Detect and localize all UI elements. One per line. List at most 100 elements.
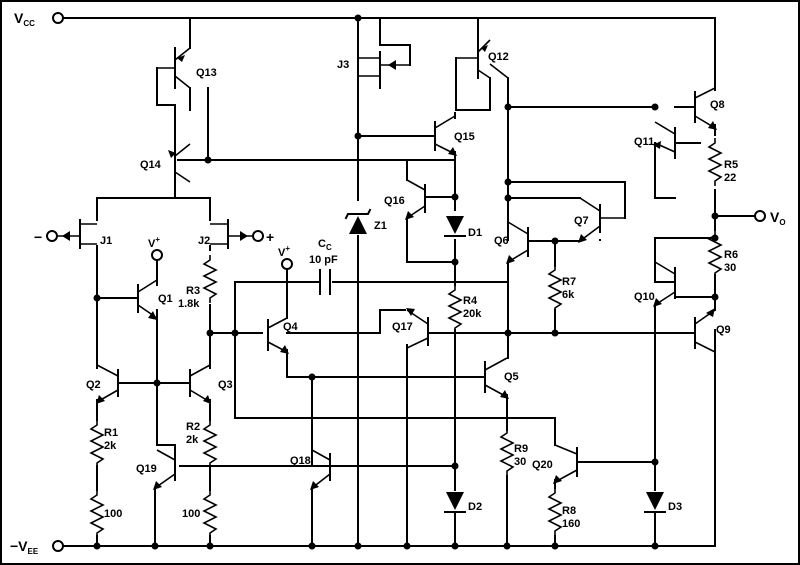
vplus-terminal-2 bbox=[281, 258, 293, 270]
label-q16: Q16 bbox=[384, 195, 405, 207]
transistor-q4 bbox=[267, 317, 289, 354]
label-q13: Q13 bbox=[196, 67, 217, 79]
transistor-q16 bbox=[405, 179, 426, 220]
transistor-q9 bbox=[694, 308, 716, 353]
label-d2: D2 bbox=[468, 501, 482, 513]
resistor-r3 bbox=[203, 254, 217, 304]
transistor-symbols bbox=[58, 39, 717, 490]
value-r7: 6k bbox=[562, 289, 575, 301]
label-r9: R9 bbox=[514, 443, 528, 455]
resistor-r1 bbox=[90, 419, 104, 469]
value-r8: 160 bbox=[562, 518, 580, 530]
transistor-q6 bbox=[506, 221, 529, 264]
label-q14: Q14 bbox=[140, 159, 162, 171]
transistor-q15 bbox=[434, 115, 457, 156]
label-q2: Q2 bbox=[86, 379, 101, 391]
label-q17: Q17 bbox=[392, 321, 413, 333]
noninverting-input-label: + bbox=[266, 229, 274, 245]
label-z1: Z1 bbox=[374, 220, 387, 232]
label-d3: D3 bbox=[668, 501, 682, 513]
transistor-q7 bbox=[578, 197, 625, 243]
noninverting-input-terminal bbox=[252, 230, 264, 242]
vee-terminal bbox=[52, 540, 64, 552]
value-r3: 1.8k bbox=[178, 298, 200, 310]
vcc-terminal bbox=[52, 12, 64, 24]
label-q9: Q9 bbox=[716, 324, 731, 336]
label-q10: Q10 bbox=[634, 291, 655, 303]
jfet-j1 bbox=[58, 219, 97, 249]
label-r1: R1 bbox=[104, 427, 118, 439]
label-j1: J1 bbox=[100, 235, 112, 247]
label-r5: R5 bbox=[724, 159, 738, 171]
diode-d1 bbox=[444, 216, 466, 237]
transistor-q3 bbox=[189, 364, 211, 404]
wires bbox=[57, 17, 756, 547]
value-r2: 2k bbox=[186, 434, 199, 446]
transistor-q10 bbox=[653, 261, 676, 307]
diode-d3 bbox=[644, 492, 666, 513]
label-d1: D1 bbox=[468, 227, 482, 239]
transistor-q13 bbox=[157, 47, 191, 89]
transistor-q12 bbox=[456, 39, 509, 79]
transistor-q5 bbox=[484, 357, 509, 399]
value-r6: 30 bbox=[724, 262, 736, 274]
label-r6: R6 bbox=[724, 249, 738, 261]
label-q15: Q15 bbox=[454, 131, 475, 143]
label-r7: R7 bbox=[562, 276, 576, 288]
label-j2: J2 bbox=[198, 235, 210, 247]
jfet-j2 bbox=[210, 219, 252, 249]
label-q5: Q5 bbox=[504, 371, 519, 383]
vee-label: −VEE bbox=[10, 538, 39, 556]
value-cc: 10 pF bbox=[309, 254, 338, 266]
resistor-r4 bbox=[448, 284, 462, 334]
transistor-q8 bbox=[694, 87, 717, 130]
resistor-r5 bbox=[708, 137, 722, 187]
resistor-q3-emitter bbox=[203, 489, 217, 539]
terminals bbox=[46, 12, 766, 552]
diode-d2 bbox=[444, 492, 466, 513]
label-q4: Q4 bbox=[283, 321, 299, 333]
value-r4: 20k bbox=[463, 308, 482, 320]
label-q18: Q18 bbox=[290, 455, 311, 467]
transistor-q20 bbox=[553, 444, 578, 484]
value-q3-emitter-resistor: 100 bbox=[182, 508, 200, 520]
resistor-r7 bbox=[548, 264, 562, 314]
vplus-terminal-1 bbox=[151, 249, 163, 261]
diode-symbols bbox=[234, 208, 666, 513]
value-r9: 30 bbox=[514, 456, 526, 468]
label-q20: Q20 bbox=[532, 459, 553, 471]
transistor-q11 bbox=[653, 121, 676, 159]
resistor-q2-emitter bbox=[90, 489, 104, 539]
value-r5: 22 bbox=[724, 172, 736, 184]
transistor-q14 bbox=[168, 143, 191, 183]
label-cc: CC bbox=[318, 238, 332, 252]
transistor-q1 bbox=[137, 279, 158, 320]
labels: VCC −VEE − + V+ V+ VO Q13 Q14 Q1 Q2 Q3 Q… bbox=[10, 10, 786, 556]
inverting-input-label: − bbox=[34, 229, 42, 245]
label-r8: R8 bbox=[562, 505, 576, 517]
zener-z1 bbox=[344, 208, 372, 234]
junction-dots bbox=[93, 14, 719, 550]
label-j3: J3 bbox=[337, 59, 349, 71]
label-r4: R4 bbox=[463, 295, 478, 307]
label-q7: Q7 bbox=[574, 215, 589, 227]
transistor-q18 bbox=[310, 449, 331, 490]
value-q2-emitter-resistor: 100 bbox=[104, 508, 122, 520]
label-q1: Q1 bbox=[158, 293, 173, 305]
vcc-label: VCC bbox=[14, 10, 35, 28]
value-r1: 2k bbox=[104, 440, 117, 452]
resistor-r8 bbox=[548, 487, 562, 537]
label-q19: Q19 bbox=[136, 463, 157, 475]
output-terminal bbox=[754, 210, 766, 222]
label-q11: Q11 bbox=[634, 136, 654, 148]
label-q6: Q6 bbox=[494, 235, 509, 247]
jfet-j3 bbox=[358, 51, 410, 81]
resistor-r9 bbox=[500, 427, 514, 477]
transistor-q2 bbox=[96, 364, 119, 404]
output-label: VO bbox=[770, 209, 786, 227]
label-q8: Q8 bbox=[710, 99, 725, 111]
inverting-input-terminal bbox=[46, 230, 58, 242]
label-q12: Q12 bbox=[488, 51, 509, 63]
